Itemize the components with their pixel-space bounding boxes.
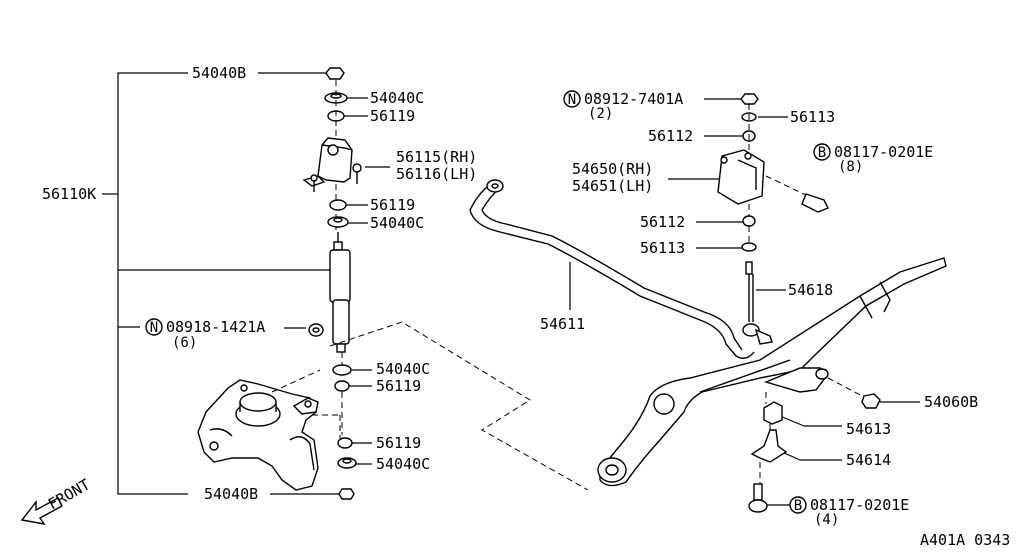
label-08117-0201E-bottom: 08117-0201E	[810, 496, 909, 514]
label-56119-4: 56119	[376, 434, 421, 452]
bracket-56110K	[102, 72, 330, 495]
label-54618: 54618	[788, 281, 833, 299]
label-54040C-2: 54040C	[370, 214, 424, 232]
label-54040C-1: 54040C	[370, 89, 424, 107]
label-56112-2: 56112	[640, 213, 685, 231]
circle-n-letter-left: N	[150, 320, 158, 336]
circle-n-letter-right: N	[568, 92, 576, 108]
label-54651: 54651(LH)	[572, 177, 653, 195]
front-arrow-icon	[20, 497, 63, 525]
circle-n-marker-right	[563, 90, 581, 108]
label-56112-1: 56112	[648, 127, 693, 145]
label-56119-2: 56119	[370, 196, 415, 214]
label-56119-1: 56119	[370, 107, 415, 125]
notation-circles: N N B B	[145, 90, 831, 514]
label-08912-qty: (2)	[588, 106, 613, 122]
label-08117-0201E-top: 08117-0201E	[834, 143, 933, 161]
circle-n-marker-left	[145, 318, 163, 336]
label-54614: 54614	[846, 451, 891, 469]
label-08912-7401A: 08912-7401A	[584, 90, 683, 108]
leader-lines-right	[569, 98, 920, 506]
view-break-frame	[329, 321, 589, 491]
label-56119-3: 56119	[376, 377, 421, 395]
stabilizer-bar	[469, 179, 755, 359]
label-56115: 56115(RH)	[396, 148, 477, 166]
label-56116: 56116(LH)	[396, 165, 477, 183]
label-54040B-top: 54040B	[192, 64, 246, 82]
circle-b-letter-top: B	[818, 145, 826, 161]
stabilizer-link-assembly	[717, 93, 829, 345]
lower-control-arm	[597, 257, 947, 513]
label-54040C-3: 54040C	[376, 360, 430, 378]
label-08117-bottom-qty: (4)	[814, 512, 839, 528]
label-54040C-4: 54040C	[376, 455, 430, 473]
part-labels: 54040B 54040C 56119 56115(RH) 56116(LH) …	[42, 64, 1010, 549]
label-56113-1: 56113	[790, 108, 835, 126]
circle-b-marker-bottom	[789, 496, 807, 514]
label-54650: 54650(RH)	[572, 160, 653, 178]
circle-b-letter-bottom: B	[794, 498, 802, 514]
shock-absorber-assembly	[302, 67, 362, 500]
label-56110K: 56110K	[42, 185, 96, 203]
lower-arm-casting	[197, 369, 341, 491]
label-56113-2: 56113	[640, 239, 685, 257]
leader-lines-left	[258, 72, 390, 495]
label-54060B: 54060B	[924, 393, 978, 411]
front-label: FRONT	[45, 475, 93, 513]
label-08117-top-qty: (8)	[838, 159, 863, 175]
diagram-id: A401A 0343	[920, 531, 1010, 549]
circle-b-marker-top	[813, 143, 831, 161]
label-54613: 54613	[846, 420, 891, 438]
label-08918-1421A: 08918-1421A	[166, 318, 265, 336]
label-08918-qty: (6)	[172, 335, 197, 351]
label-54040B-bottom: 54040B	[204, 485, 258, 503]
label-54611: 54611	[540, 315, 585, 333]
